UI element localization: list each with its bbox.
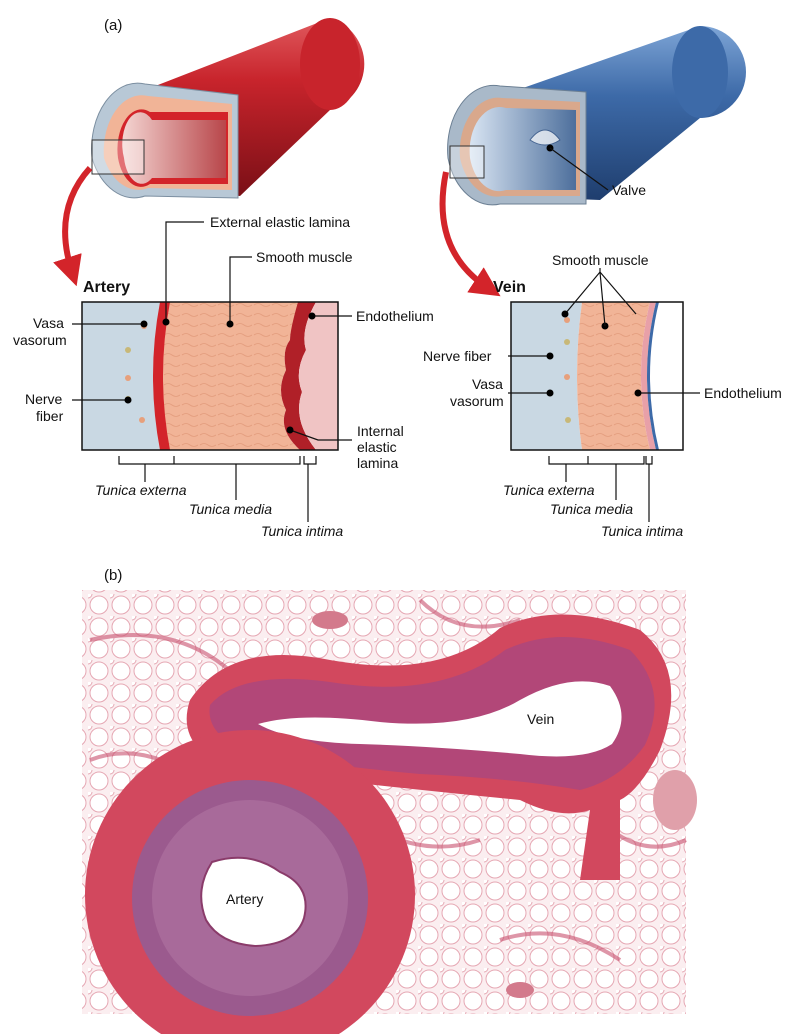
artery-wall-section	[82, 302, 338, 450]
artery-internal-elastic-lamina-label-line1: Internal	[357, 423, 404, 439]
artery-tunica-externa-label: Tunica externa	[95, 482, 187, 498]
artery-smooth-muscle-label: Smooth muscle	[256, 249, 353, 265]
micrograph-artery-label: Artery	[226, 891, 263, 907]
vein-zoom-box	[449, 145, 485, 179]
artery-endothelium-label: Endothelium	[356, 308, 434, 324]
artery-internal-elastic-lamina-label-line3: lamina	[357, 455, 398, 471]
artery-leaders	[72, 221, 352, 441]
artery-vasa-vasorum-label-line1: Vasa	[33, 315, 64, 331]
artery-zoom-box	[91, 139, 145, 175]
artery-zoom-arrow	[53, 165, 93, 287]
panel-a-label: (a)	[104, 17, 122, 34]
histology-micrograph	[82, 590, 697, 1034]
vein-zoom-arrow	[439, 171, 501, 297]
vein-vasa-vasorum-label-line1: Vasa	[472, 376, 503, 392]
vein-tunica-intima-label: Tunica intima	[601, 523, 683, 539]
artery-title: Artery	[83, 279, 130, 296]
artery-tunica-brackets	[118, 456, 317, 522]
artery-internal-elastic-lamina-label-line2: elastic	[357, 439, 397, 455]
artery-vasa-vasorum-label-line2: vasorum	[13, 332, 67, 348]
vein-title: Vein	[493, 279, 526, 296]
vein-tunica-externa-label: Tunica externa	[503, 482, 595, 498]
vein-tunica-media-label: Tunica media	[550, 501, 633, 517]
vein-tunica-brackets	[548, 456, 653, 522]
vein-wall-section	[511, 302, 683, 450]
panel-b-label: (b)	[104, 567, 122, 584]
artery-nerve-fiber-label-line1: Nerve	[25, 391, 63, 407]
vein-nerve-fiber-label: Nerve fiber	[423, 348, 492, 364]
vein-vasa-vasorum-label-line2: vasorum	[450, 393, 504, 409]
artery-nerve-fiber-label-line2: fiber	[36, 408, 64, 424]
vein-tube-illustration	[447, 26, 746, 206]
valve-label: Valve	[612, 182, 646, 198]
artery-tube-illustration	[91, 18, 365, 199]
micrograph-vein-label: Vein	[527, 711, 554, 727]
artery-tunica-intima-label: Tunica intima	[261, 523, 343, 539]
artery-external-elastic-lamina-label: External elastic lamina	[210, 214, 350, 230]
vein-smooth-muscle-label: Smooth muscle	[552, 252, 649, 268]
artery-tunica-media-label: Tunica media	[189, 501, 272, 517]
vein-endothelium-label: Endothelium	[704, 385, 782, 401]
